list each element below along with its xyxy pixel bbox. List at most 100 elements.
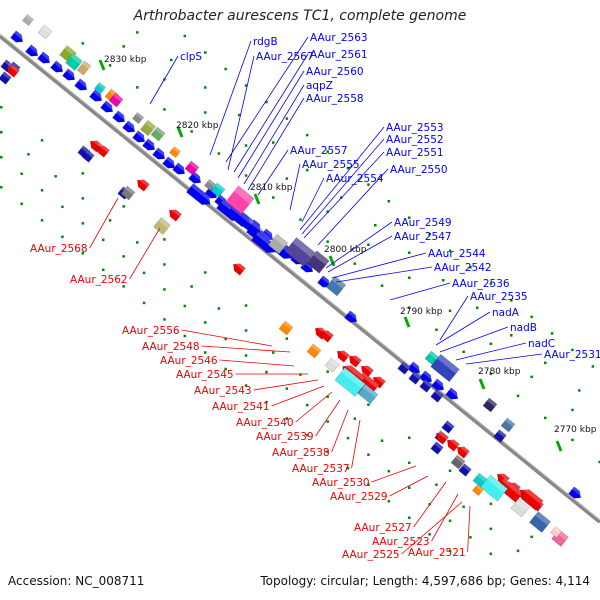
forward-gene: [132, 130, 148, 143]
kbp-tick: [328, 255, 336, 267]
reverse-gene: [136, 176, 150, 192]
gene-block: [493, 429, 507, 443]
gene-label-lower: AAur_2556: [122, 325, 180, 337]
kbp-tick: [403, 316, 411, 328]
gene-block: [479, 474, 509, 502]
gene-features: [0, 13, 584, 547]
accession-text: Accession: NC_008711: [8, 574, 145, 588]
gene-label-upper: AAur_2544: [428, 248, 486, 260]
tick-dot: [204, 86, 207, 89]
leader-line: [467, 505, 471, 553]
gene-block: [267, 233, 289, 255]
reverse-gene: [6, 62, 20, 78]
leader-line: [431, 493, 459, 542]
leader-line: [257, 149, 289, 196]
leader-line: [89, 197, 119, 249]
forward-gene: [431, 378, 447, 391]
tick-dot: [353, 262, 357, 265]
tick-dot: [170, 58, 173, 62]
tick-dot: [435, 483, 438, 487]
forward-gene: [10, 30, 26, 43]
tick-dot: [272, 141, 275, 144]
gene-label-upper: rdgB: [253, 36, 278, 48]
gene-block: [482, 397, 498, 413]
forward-gene: [419, 370, 435, 383]
gene-label-lower: AAur_2525: [342, 549, 400, 561]
leader-line: [289, 163, 301, 211]
gene-label-lower: AAur_2521: [408, 547, 466, 559]
leader-line: [439, 295, 469, 341]
forward-gene: [152, 147, 168, 160]
forward-gene: [89, 89, 105, 102]
leader-line: [465, 353, 543, 365]
leader-line: [439, 326, 509, 353]
gene-label-lower: AAur_2529: [330, 491, 388, 503]
tick-dot: [489, 527, 493, 531]
tick-dot: [142, 301, 146, 305]
gene-block: [93, 81, 107, 95]
tick-dot: [204, 51, 207, 54]
leader-line: [129, 227, 161, 280]
tick-dot: [81, 172, 85, 175]
tick-dot: [326, 395, 329, 398]
gene-block: [225, 185, 255, 215]
tick-dot: [285, 417, 289, 420]
tick-dot: [285, 117, 289, 120]
tick-dot: [244, 84, 248, 87]
leader-line: [301, 138, 385, 235]
gene-label-upper: AAur_2563: [310, 32, 368, 44]
tick-dot: [122, 255, 125, 258]
tick-dot: [183, 304, 187, 308]
tick-dot: [122, 45, 125, 48]
tick-dot: [224, 67, 227, 71]
kbp-tick: [555, 440, 563, 452]
tick-dot: [367, 403, 370, 406]
tick-dot: [163, 238, 166, 241]
forward-gene: [25, 44, 41, 57]
leader-line: [335, 266, 433, 283]
tick-dot: [272, 196, 275, 199]
leader-line: [201, 345, 291, 353]
tick-dot: [40, 189, 44, 192]
gene-label-upper: AAur_2555: [302, 159, 360, 171]
tick-dot: [108, 64, 112, 67]
gene-label-upper: nadC: [528, 338, 555, 350]
tick-dot: [550, 332, 554, 335]
leader-line: [327, 235, 393, 273]
tick-dot: [462, 350, 465, 354]
gene-label-upper: AAur_2554: [326, 173, 384, 185]
forward-gene: [188, 171, 204, 184]
reverse-gene: [520, 485, 544, 511]
gene-label-lower: AAur_2530: [312, 477, 370, 489]
tick-dot: [408, 276, 411, 279]
gene-block: [441, 420, 455, 434]
tick-dot: [0, 131, 3, 134]
gene-label-upper: AAur_2547: [394, 231, 452, 243]
gene-block: [81, 149, 95, 163]
gene-block: [131, 111, 145, 125]
tick-dot: [442, 279, 445, 282]
tick-dot: [61, 235, 64, 239]
gene-label-lower: AAur_2539: [256, 431, 314, 443]
leader-line: [317, 168, 389, 246]
leader-line: [331, 252, 427, 279]
gene-label-lower: AAur_2527: [354, 522, 412, 534]
tick-dot: [163, 108, 166, 111]
leader-line: [435, 311, 491, 346]
tick-dot: [27, 153, 30, 156]
tick-dot: [408, 306, 411, 309]
forward-gene: [100, 100, 116, 113]
gene-label-lower: AAur_2541: [212, 401, 270, 413]
gene-block: [430, 441, 444, 455]
tick-dot: [408, 486, 411, 489]
gene-block: [21, 13, 35, 27]
gene-label-lower: AAur_2523: [372, 536, 430, 548]
forward-gene: [37, 51, 53, 64]
forward-gene: [186, 183, 214, 205]
leader-line: [303, 151, 385, 239]
leader-line: [455, 342, 527, 361]
tick-dot: [163, 318, 166, 321]
map-title: Arthrobacter aurescens TC1, complete gen…: [133, 8, 467, 24]
reverse-gene: [96, 142, 110, 158]
tick-dot: [238, 113, 241, 117]
